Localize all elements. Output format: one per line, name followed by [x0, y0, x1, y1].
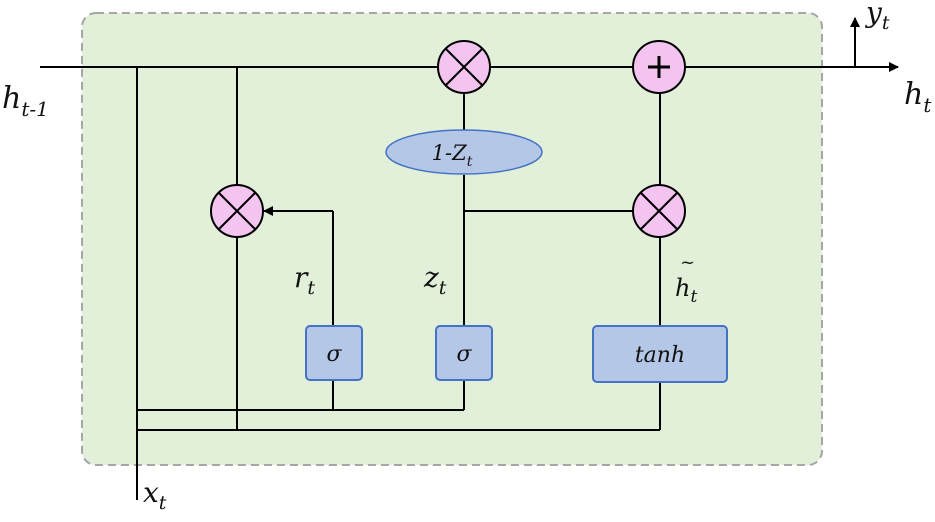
multiply-operator-top	[437, 40, 491, 94]
sigma-reset-block: σ	[305, 325, 363, 381]
sigma-reset-label: σ	[326, 342, 342, 367]
z-sub: t	[439, 277, 447, 299]
h-out-sub: t	[923, 93, 932, 117]
one-minus-z-label: 1-Z	[432, 141, 467, 165]
one-minus-z-node: 1-Zt	[385, 129, 543, 175]
x-label: xt	[143, 476, 167, 514]
r-main: r	[294, 261, 309, 294]
h-prev-sub: t-1	[21, 97, 49, 121]
htilde-mark: ~	[680, 252, 695, 273]
h-prev-main: h	[2, 81, 21, 116]
multiply-operator-right	[632, 184, 686, 238]
h-out-main: h	[904, 77, 923, 112]
r-sub: t	[307, 277, 315, 299]
tanh-label: tanh	[635, 343, 685, 368]
sigma-update-label: σ	[456, 342, 472, 367]
z-main: z	[423, 261, 439, 294]
multiply-operator-reset	[210, 184, 264, 238]
svg-text:1-Zt: 1-Zt	[432, 141, 473, 170]
y-sub: t	[882, 12, 890, 34]
h-out-label: ht	[904, 77, 932, 117]
one-minus-z-subscript: t	[467, 154, 473, 170]
tanh-block: tanh	[592, 325, 728, 383]
x-sub: t	[159, 492, 167, 514]
r-label: rt	[294, 261, 315, 299]
add-operator	[632, 40, 686, 94]
h-prev-label: ht-1	[2, 81, 49, 121]
sigma-update-block: σ	[435, 325, 493, 381]
htilde-main: h	[675, 274, 690, 302]
x-main: x	[143, 476, 159, 509]
htilde-sub: t	[690, 287, 697, 307]
wiring	[40, 17, 899, 500]
z-label: zt	[423, 261, 447, 299]
htilde-label: ht	[675, 274, 697, 307]
y-main: y	[864, 0, 883, 29]
y-label: yt	[864, 0, 890, 34]
